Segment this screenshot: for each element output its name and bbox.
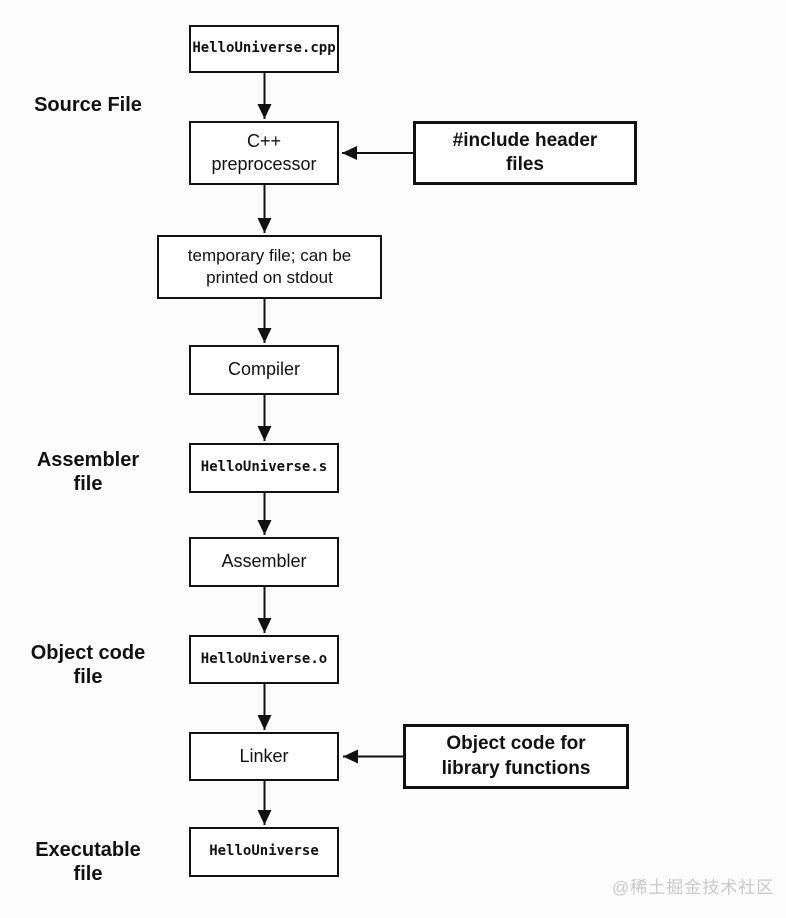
node-source-file: HelloUniverse.cpp xyxy=(189,25,339,73)
stage-label-object-code-file: Object code file xyxy=(30,642,146,688)
watermark: @稀土掘金技术社区 xyxy=(612,878,775,897)
stage-label-executable-file: Executable file xyxy=(35,839,141,885)
node-include-header-files: #include header files xyxy=(413,121,637,185)
node-linker: Linker xyxy=(189,732,339,781)
node-object-code-library-functions: Object code for library functions xyxy=(403,724,629,789)
node-compiler: Compiler xyxy=(189,345,339,395)
node-object-file: HelloUniverse.o xyxy=(189,635,339,684)
node-executable-file: HelloUniverse xyxy=(189,827,339,877)
node-assembler: Assembler xyxy=(189,537,339,587)
stage-label-source-file: Source File xyxy=(34,94,142,116)
node-assembly-file: HelloUniverse.s xyxy=(189,443,339,493)
node-cpp-preprocessor: C++ preprocessor xyxy=(189,121,339,185)
stage-label-assembler-file: Assembler file xyxy=(36,449,140,495)
node-temporary-file: temporary file; can be printed on stdout xyxy=(157,235,382,299)
